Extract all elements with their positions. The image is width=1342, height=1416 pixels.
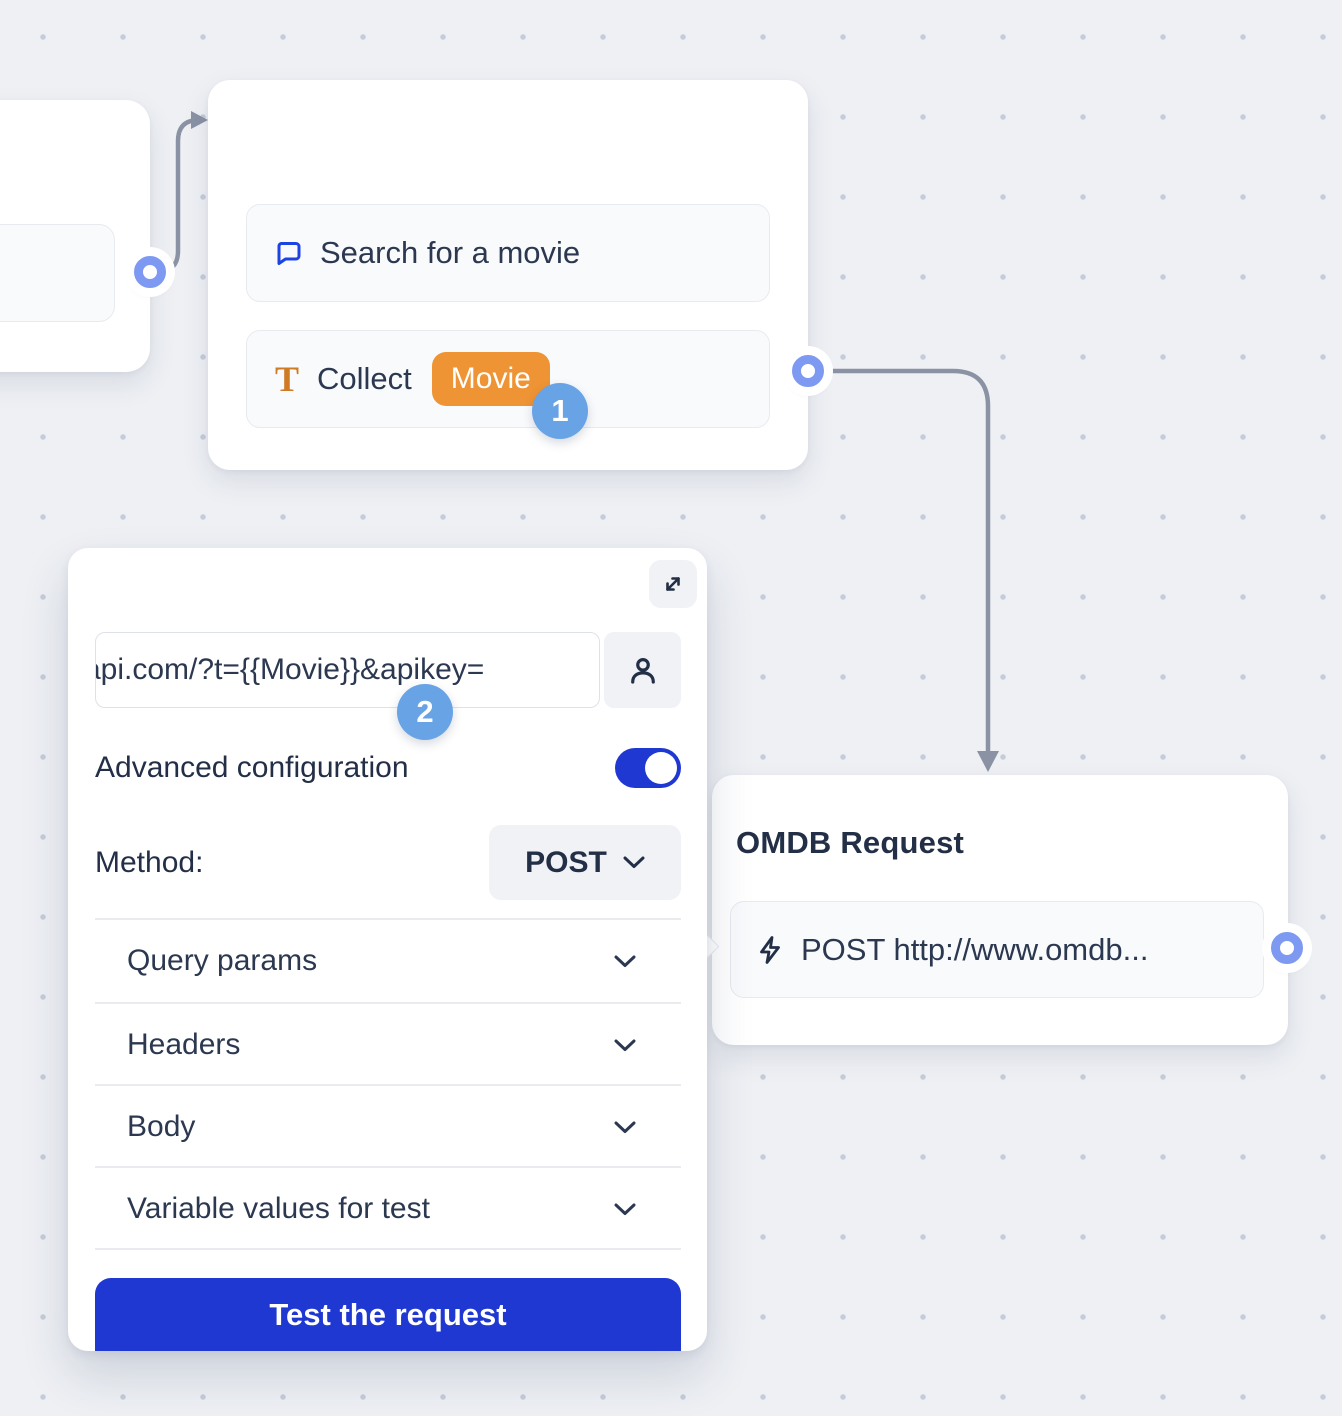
url-input[interactable]: api.com/?t={{Movie}}&apikey=: [95, 632, 600, 708]
test-request-button[interactable]: Test the request: [95, 1278, 681, 1351]
output-port-omdb[interactable]: [1271, 932, 1303, 964]
divider: [95, 1248, 681, 1250]
node-title: OMDB Request: [736, 825, 965, 860]
method-label: Method:: [95, 845, 204, 879]
step-badge-2: 2: [397, 684, 453, 740]
chevron-down-icon: [623, 856, 645, 869]
output-port-left-node[interactable]: [134, 256, 166, 288]
variable-picker-button[interactable]: [604, 632, 681, 708]
expand-button[interactable]: [649, 560, 697, 608]
section-label: Headers: [127, 1028, 241, 1061]
chevron-down-icon: [614, 1203, 636, 1216]
partial-node-card[interactable]: [0, 100, 150, 372]
divider: [95, 1084, 681, 1086]
variable-badge-movie[interactable]: Movie: [431, 352, 550, 406]
connector-movie-to-omdb: [805, 368, 999, 772]
chevron-down-icon: [614, 1121, 636, 1134]
expand-icon: [661, 572, 685, 596]
node-row[interactable]: [0, 224, 115, 322]
divider: [95, 1166, 681, 1168]
method-value: POST: [525, 845, 607, 879]
divider: [95, 1002, 681, 1004]
step-badge-1: 1: [532, 383, 588, 439]
chat-bubble-icon: [275, 240, 302, 266]
text-collect-icon: T: [275, 359, 300, 399]
url-input-value: api.com/?t={{Movie}}&apikey=: [95, 653, 485, 686]
chevron-down-icon: [614, 955, 636, 968]
node-row-webhook[interactable]: POST http://www.omdb...: [730, 901, 1264, 998]
omdb-request-node[interactable]: OMDB Request POST http://www.omdb...: [712, 775, 1288, 1045]
arrowhead-down: [977, 751, 999, 772]
connector-left-to-movie: [147, 111, 208, 275]
section-body[interactable]: Body: [95, 1086, 681, 1168]
chevron-down-icon: [614, 1039, 636, 1052]
output-port-movie-search[interactable]: [792, 355, 824, 387]
webhook-config-panel[interactable]: api.com/?t={{Movie}}&apikey= 2 Advanced …: [68, 548, 707, 1351]
section-query-params[interactable]: Query params: [95, 920, 681, 1002]
advanced-configuration-label: Advanced configuration: [95, 751, 409, 784]
method-select[interactable]: POST: [489, 825, 681, 900]
divider: [95, 918, 681, 920]
section-label: Variable values for test: [127, 1192, 430, 1225]
section-variable-values[interactable]: Variable values for test: [95, 1168, 681, 1250]
movie-search-node[interactable]: Movie search Search for a movie T Collec…: [208, 80, 808, 470]
section-label: Body: [127, 1110, 196, 1143]
node-row-label: Collect: [317, 361, 412, 396]
person-icon: [627, 654, 659, 686]
section-label: Query params: [127, 944, 318, 977]
section-headers[interactable]: Headers: [95, 1004, 681, 1086]
node-row-collect[interactable]: T Collect Movie: [246, 330, 770, 428]
toggle-knob: [645, 752, 677, 784]
node-row-send-message[interactable]: Search for a movie: [246, 204, 770, 302]
advanced-configuration-toggle[interactable]: [615, 748, 681, 788]
arrowhead-right: [191, 111, 208, 129]
node-row-label: Search for a movie: [320, 235, 581, 270]
lightning-icon: [757, 935, 783, 965]
node-row-label: POST http://www.omdb...: [801, 931, 1149, 967]
